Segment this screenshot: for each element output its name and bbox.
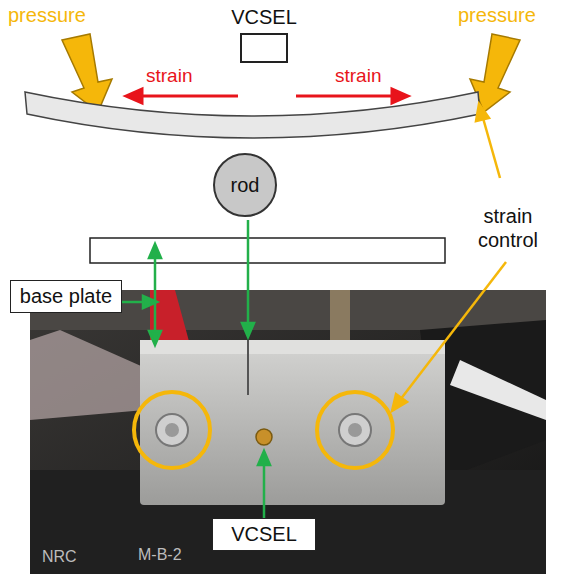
base-plate-schematic <box>90 238 445 263</box>
rod-circle: rod <box>213 153 277 217</box>
vcsel-chip: VCSEL <box>212 6 316 63</box>
callout-box: VCSEL <box>212 518 316 551</box>
text-label: pressure <box>458 4 536 27</box>
text-label: pressure <box>8 4 86 27</box>
bent-plate <box>25 92 480 138</box>
node-label: VCSEL <box>219 523 309 546</box>
photo <box>30 290 546 574</box>
leader-arrow <box>392 104 506 411</box>
strain-arrow <box>126 89 408 103</box>
text-label: strain control <box>462 204 554 252</box>
callout-box: base plate <box>10 280 122 313</box>
text-label: strain <box>335 65 381 87</box>
text-label: M-B-2 <box>138 546 182 564</box>
text-label: strain <box>146 65 192 87</box>
text-label: NRC <box>42 548 77 566</box>
node-label: rod <box>231 174 260 197</box>
node-label: base plate <box>17 285 115 308</box>
chip-outline <box>240 33 288 63</box>
leader-arrow <box>122 220 270 518</box>
node-label: VCSEL <box>212 6 316 29</box>
